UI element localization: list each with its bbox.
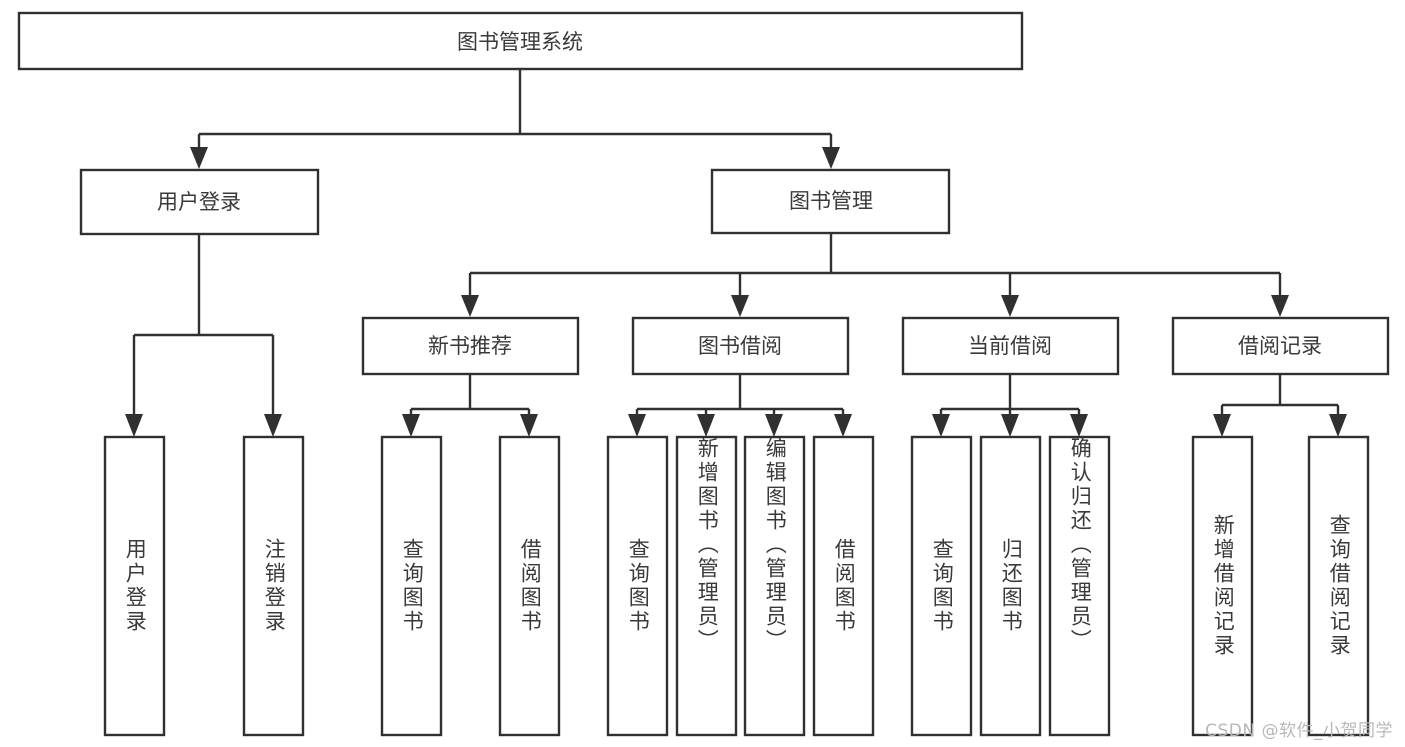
arrow-book-borrow-to-leaf-3	[765, 414, 783, 437]
leaf-query-record-box[interactable]	[1307, 435, 1370, 737]
node-book-manage-box[interactable]	[710, 168, 951, 235]
node-user-login-box[interactable]	[79, 168, 320, 236]
arrow-current-borrow-to-leaf-3	[1070, 414, 1088, 437]
leaf-edit-book-box[interactable]	[743, 435, 806, 737]
arrow-current-borrow-to-leaf-1	[932, 414, 950, 437]
connector-group-current-borrow	[932, 374, 1088, 437]
node-new-book-recommend-box[interactable]	[361, 316, 580, 376]
arrow-user-login-to-leaf-2	[264, 414, 282, 437]
node-new-book-recommend-label: 新书推荐	[428, 334, 512, 358]
connector-group-new-book-recommend	[402, 374, 538, 437]
leaf-confirm-return-box[interactable]	[1048, 435, 1111, 737]
arrow-book-borrow-to-leaf-2	[697, 414, 715, 437]
node-borrow-record-box[interactable]	[1171, 316, 1390, 376]
node-current-borrow[interactable]: 当前借阅	[901, 316, 1120, 376]
leaf-return-book-box[interactable]	[979, 435, 1042, 737]
connector-group-root	[190, 69, 840, 169]
node-current-borrow-label: 当前借阅	[968, 334, 1052, 358]
arrow-book-borrow-to-leaf-4	[834, 414, 852, 437]
leaf-query-book-3-box[interactable]	[910, 435, 973, 737]
arrow-user-login-to-leaf-1	[125, 414, 143, 437]
node-book-borrow-box[interactable]	[631, 316, 850, 376]
node-root-box[interactable]	[17, 11, 1024, 71]
node-root[interactable]: 图书管理系统	[17, 11, 1024, 71]
node-book-borrow[interactable]: 图书借阅	[631, 316, 850, 376]
connector-group-book-borrow	[628, 374, 852, 437]
node-current-borrow-box[interactable]	[901, 316, 1120, 376]
leaf-borrow-book-1-box[interactable]	[498, 435, 561, 737]
node-borrow-record-label: 借阅记录	[1238, 334, 1322, 358]
node-borrow-record[interactable]: 借阅记录	[1171, 316, 1390, 376]
arrow-new-book-to-leaf-1	[402, 414, 420, 437]
arrow-root-to-user-login	[190, 147, 208, 169]
leaf-query-book-2-box[interactable]	[606, 435, 669, 737]
arrow-book-borrow-to-leaf-1	[628, 414, 646, 437]
connector-group-user-login	[125, 234, 282, 437]
leaf-user-login-box[interactable]	[103, 435, 166, 737]
csdn-watermark: CSDN @软件_小贺同学	[1205, 721, 1393, 741]
node-book-borrow-label: 图书借阅	[698, 334, 782, 358]
node-user-login[interactable]: 用户登录	[79, 168, 320, 236]
arrow-borrow-record-to-leaf-2	[1329, 414, 1347, 437]
node-user-login-label: 用户登录	[157, 190, 241, 214]
arrow-book-manage-to-borrow-record	[1271, 295, 1289, 317]
node-book-manage[interactable]: 图书管理	[710, 168, 951, 235]
leaf-borrow-book-2-box[interactable]	[812, 435, 875, 737]
node-book-manage-label: 图书管理	[789, 189, 873, 213]
connector-group-book-manage	[461, 233, 1289, 317]
arrow-root-to-book-manage	[822, 147, 840, 169]
arrow-new-book-to-leaf-2	[520, 414, 538, 437]
leaf-query-book-1-box[interactable]	[380, 435, 443, 737]
leaf-add-record-box[interactable]	[1191, 435, 1254, 737]
arrow-current-borrow-to-leaf-2	[1001, 414, 1019, 437]
arrow-book-manage-to-book-borrow	[731, 295, 749, 317]
arrow-book-manage-to-new-book	[461, 295, 479, 317]
node-root-label: 图书管理系统	[457, 30, 583, 54]
leaf-user-logout-box[interactable]	[242, 435, 305, 737]
arrow-book-manage-to-current-borrow	[1001, 295, 1019, 317]
node-new-book-recommend[interactable]: 新书推荐	[361, 316, 580, 376]
arrow-borrow-record-to-leaf-1	[1213, 414, 1231, 437]
leaf-add-book-box[interactable]	[675, 435, 738, 737]
connector-group-borrow-record	[1213, 374, 1347, 437]
